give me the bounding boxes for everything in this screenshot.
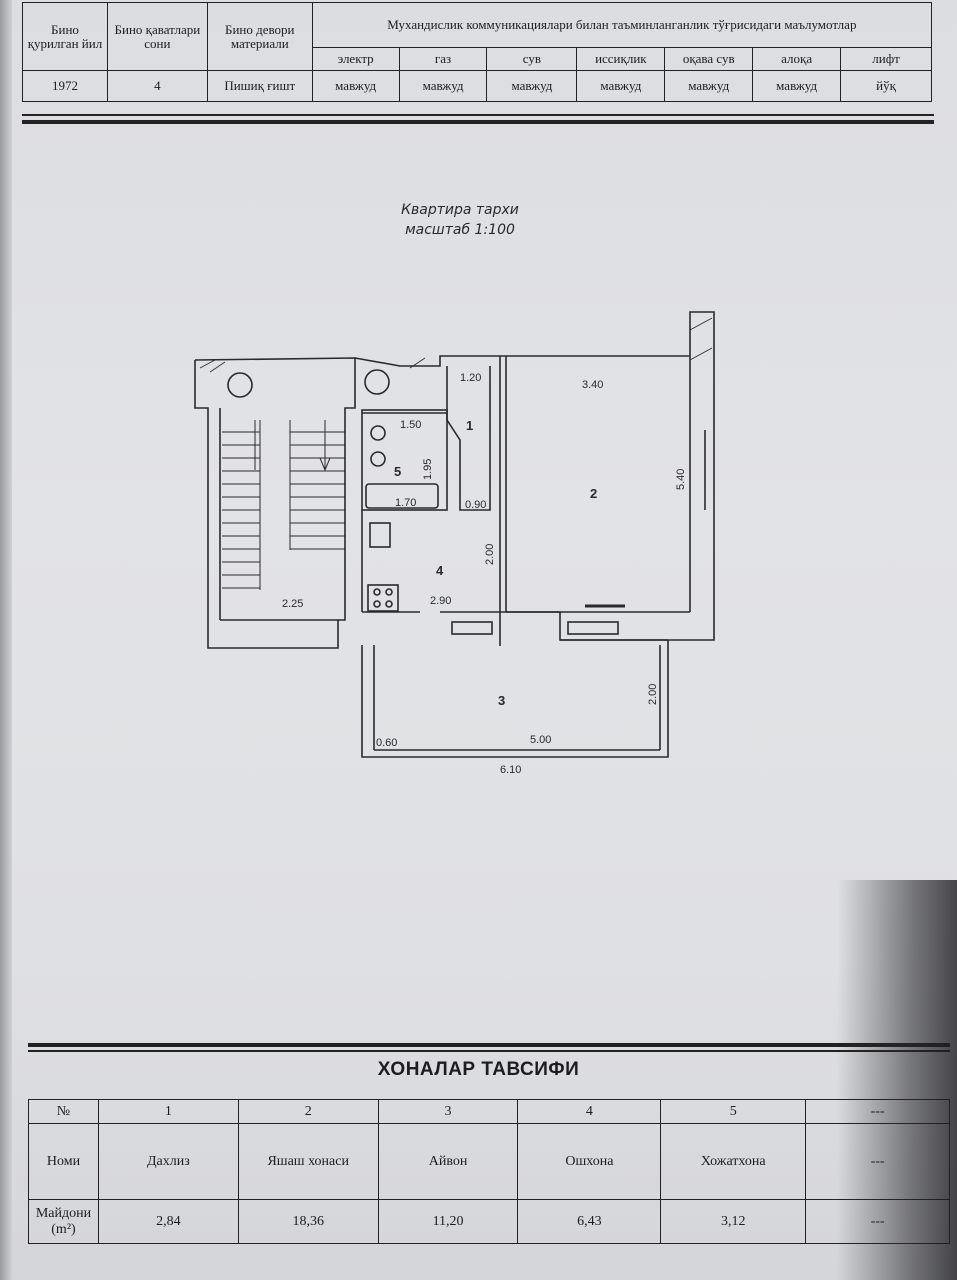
room-number: 1	[466, 418, 473, 433]
page-edge	[0, 0, 12, 1280]
floors-value: 4	[106, 70, 208, 102]
room-area-cell: 6,43	[517, 1199, 662, 1244]
utility-name: алоқа	[752, 47, 842, 72]
plan-title-text: Квартира тархи	[401, 202, 519, 218]
rooms-description-title: ХОНАЛАР ТАВСИФИ	[377, 1059, 580, 1080]
room-area-cell: 18,36	[237, 1199, 379, 1244]
utility-value: мавжуд	[752, 70, 842, 102]
room-number-cell: 2	[237, 1099, 379, 1124]
wall-material-value: Пишиқ ғишт	[206, 70, 313, 102]
utility-name: электр	[311, 47, 400, 72]
row-label-name: Номи	[28, 1123, 99, 1200]
header-floors: Бино қаватлари сони	[106, 1, 208, 72]
dim-label: 1.50	[400, 419, 421, 431]
top-divider-line	[22, 120, 934, 124]
room-number: 3	[498, 693, 505, 708]
plan-title: Квартира тархи масштаб 1:100	[360, 200, 560, 240]
dim-label: 2.25	[282, 598, 303, 610]
dim-label: 1.70	[395, 497, 416, 509]
photo-shadow	[837, 880, 957, 1280]
bottom-divider-line	[28, 1050, 950, 1052]
dim-label: 3.40	[582, 379, 603, 391]
utility-name: сув	[486, 47, 578, 72]
top-divider-line	[22, 114, 934, 116]
bottom-divider-line	[28, 1043, 950, 1047]
dim-label: 2.00	[484, 544, 496, 565]
utility-value: мавжуд	[398, 70, 488, 102]
room-number-cell: 1	[97, 1099, 239, 1124]
row-label-number: №	[28, 1099, 99, 1124]
room-name-cell: Дахлиз	[97, 1123, 239, 1200]
utility-name: лифт	[840, 47, 932, 72]
utility-value: мавжуд	[576, 70, 666, 102]
dim-label: 5.00	[530, 734, 551, 746]
room-number-cell: 4	[517, 1099, 662, 1124]
building-info-table: Бино қурилган йил Бино қаватлари сони Би…	[22, 1, 933, 102]
room-area-cell: 3,12	[660, 1199, 807, 1244]
rooms-table: № 1 2 3 4 5 --- Номи Дахлиз Яшаш хонаси …	[28, 1099, 950, 1244]
room-name-cell: Яшаш хонаси	[237, 1123, 379, 1200]
dim-label: 2.90	[430, 595, 451, 607]
header-utilities: Мухандислик коммуникациялари билан таъми…	[311, 1, 933, 49]
dim-label: 6.10	[500, 764, 521, 776]
room-number-cell: 3	[377, 1099, 519, 1124]
dim-label: 1.95	[422, 459, 434, 480]
header-wall-material: Бино девори материали	[206, 1, 313, 72]
row-label-area: Майдони (m²)	[28, 1199, 99, 1244]
room-number: 2	[590, 486, 597, 501]
dim-label: 2.00	[647, 684, 659, 705]
dim-label: 0.90	[465, 499, 486, 511]
dim-label: 1.20	[460, 372, 481, 384]
room-name-cell: Айвон	[377, 1123, 519, 1200]
room-name-cell: Хожатхона	[660, 1123, 807, 1200]
area-unit: (m²)	[51, 1221, 76, 1237]
room-number: 5	[394, 464, 401, 479]
room-area-cell: 11,20	[377, 1199, 519, 1244]
dim-label: 0.60	[376, 737, 397, 749]
utility-value: мавжуд	[664, 70, 754, 102]
utility-value: мавжуд	[486, 70, 578, 102]
room-number: 4	[436, 563, 444, 578]
room-area-cell: 2,84	[97, 1199, 239, 1244]
utility-value: йўқ	[840, 70, 932, 102]
utility-name: иссиқлик	[576, 47, 666, 72]
utility-name: оқава сув	[664, 47, 754, 72]
header-year-built: Бино қурилган йил	[22, 1, 108, 72]
dim-label: 5.40	[675, 469, 687, 490]
area-label: Майдони	[35, 1205, 92, 1221]
room-number-cell: 5	[660, 1099, 807, 1124]
plan-scale-text: масштаб 1:100	[405, 222, 515, 238]
year-built-value: 1972	[22, 70, 108, 102]
room-name-cell: Ошхона	[517, 1123, 662, 1200]
